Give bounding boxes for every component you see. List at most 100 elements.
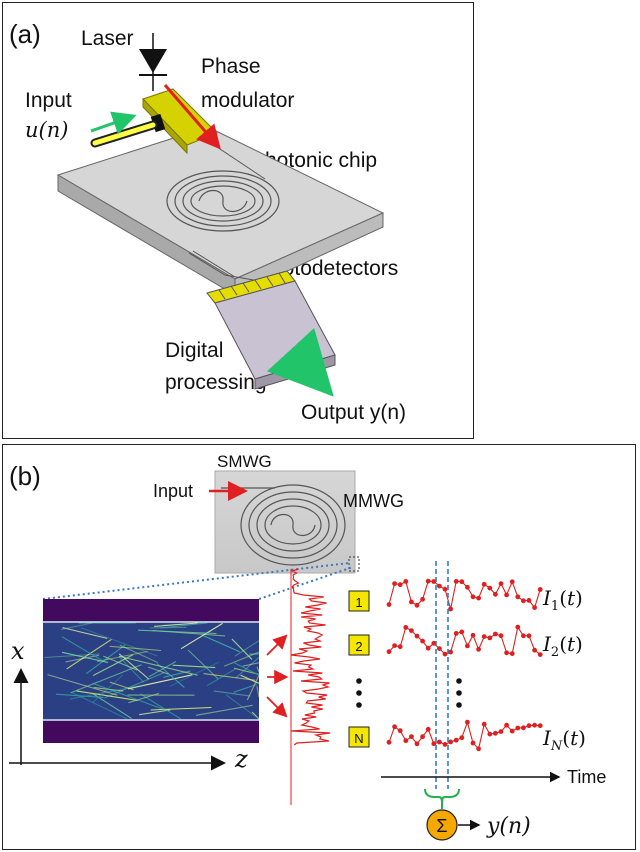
trace-point <box>526 723 532 729</box>
speckle-streak <box>93 693 132 719</box>
detector-2: 2 <box>348 634 370 656</box>
in-label: IN(t) <box>542 726 586 754</box>
trace-point <box>431 579 437 584</box>
speckle-streak <box>180 622 223 650</box>
trace-point <box>453 579 459 584</box>
trace-point <box>521 598 526 604</box>
speckle-streak <box>159 622 208 629</box>
trace-point <box>409 734 414 739</box>
input-label: Input <box>25 89 72 112</box>
speckle-streak <box>233 683 257 693</box>
speckle-streak <box>65 654 100 663</box>
trace-point <box>459 735 465 741</box>
trace-point <box>448 606 453 612</box>
trace-line-3 <box>388 720 541 750</box>
light-path-arrow <box>163 84 221 150</box>
trace-point <box>431 640 437 646</box>
speckle-streak <box>118 656 145 683</box>
trace-point <box>409 599 414 605</box>
speckle-streak <box>85 644 126 675</box>
speckle-streak <box>66 638 112 670</box>
trace-point <box>420 596 425 602</box>
speckle-streak <box>138 709 171 716</box>
modulator-label: modulator <box>201 89 294 112</box>
trace-point <box>437 646 442 651</box>
input-arrow <box>90 111 137 135</box>
speckle-streak <box>203 673 256 681</box>
trace-point <box>504 592 509 598</box>
sum-symbol: Σ <box>436 816 447 836</box>
i1-label: I1(t) <box>542 586 583 614</box>
trace-point <box>537 587 543 592</box>
trace-point <box>509 651 515 656</box>
speckle-streak <box>256 666 260 673</box>
speckle-streak <box>71 692 128 720</box>
input-signal-label: u(n) <box>25 118 68 142</box>
speckle-streak <box>62 627 108 639</box>
trace-point <box>504 650 509 656</box>
trace-point <box>509 579 515 585</box>
speckle-streak <box>128 692 160 704</box>
trace-point <box>476 646 481 652</box>
trace-point <box>392 581 397 586</box>
trace-point <box>493 730 498 736</box>
trace-point <box>465 643 470 649</box>
speckle-streak <box>187 649 219 680</box>
trace-point <box>481 581 487 587</box>
speckle-streak <box>148 661 177 678</box>
trace-point <box>526 598 532 603</box>
panel-b-diagram: (b) SMWG Input MMWG x z <box>9 452 606 841</box>
trace-point <box>515 624 521 630</box>
trace-point <box>448 739 453 745</box>
speckle-streak <box>150 706 212 711</box>
trace-point <box>498 729 504 734</box>
z-axis-label: z <box>234 745 248 773</box>
speckle-streak <box>196 704 253 716</box>
trace-point <box>481 634 487 639</box>
speckle-streak <box>61 636 105 663</box>
trace-point <box>409 628 414 633</box>
smwg-label: SMWG <box>217 452 272 471</box>
trace-point <box>521 725 526 731</box>
speckle-streak <box>223 651 260 667</box>
trace-point <box>448 649 453 655</box>
trace-point <box>414 633 420 639</box>
trace-point <box>453 737 459 743</box>
zoom-guide-lower <box>42 562 350 600</box>
trace-point <box>386 649 392 655</box>
detector-1: 1 <box>348 590 370 612</box>
time-axis-label: Time <box>567 767 606 787</box>
multimode-chip <box>214 470 360 574</box>
trace-point <box>487 635 493 641</box>
detector-1-label: 1 <box>355 595 362 610</box>
i2-label: I2(t) <box>542 632 583 660</box>
ellipsis-dots-left <box>356 678 362 708</box>
speckle-streak <box>234 662 260 676</box>
trace-point <box>414 602 420 608</box>
trace-point <box>425 578 431 584</box>
trace-point <box>386 602 392 607</box>
trace-point <box>386 739 392 745</box>
speckle-streak <box>172 664 216 669</box>
trace-point <box>537 723 543 729</box>
panel-b: (b) SMWG Input MMWG x z <box>2 444 636 850</box>
speckle-streak <box>235 656 260 679</box>
speckle-streak <box>203 635 240 653</box>
x-axis-label: x <box>11 637 25 665</box>
speckle-field <box>43 599 260 743</box>
trace-point <box>487 585 493 591</box>
speckle-streak <box>242 662 260 667</box>
zoom-guide-upper <box>258 566 354 600</box>
speckle-streak <box>118 655 198 676</box>
output-label: Output y(n) <box>301 401 406 424</box>
speckle-streak <box>109 681 134 691</box>
digital-label: Digital <box>165 339 223 362</box>
trace-point <box>521 633 526 639</box>
trace-point <box>537 652 543 657</box>
trace-point <box>498 581 504 586</box>
speckle-streak <box>103 655 138 671</box>
trace-point <box>425 645 431 651</box>
trace-point <box>498 633 504 639</box>
detector-n: N <box>348 726 370 748</box>
input-label-b: Input <box>153 481 193 501</box>
